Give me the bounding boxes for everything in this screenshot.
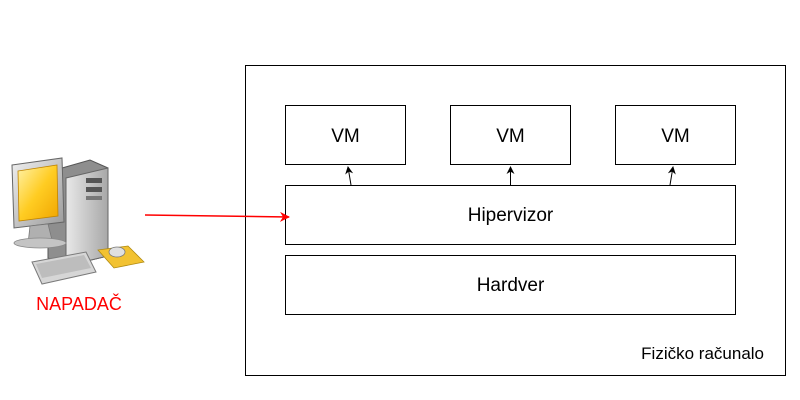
- vm-label: VM: [331, 126, 360, 147]
- hypervisor-to-vm3-arrow: [667, 166, 676, 186]
- hypervisor-box: Hipervizor: [285, 185, 736, 245]
- vm-label: VM: [661, 126, 690, 147]
- vm-label: VM: [496, 126, 525, 147]
- attacker-label: NAPADAČ: [36, 293, 122, 314]
- vm-box-1: VM: [285, 105, 406, 165]
- vm-box-3: VM: [615, 105, 736, 165]
- hardware-label: Hardver: [477, 275, 545, 296]
- hardware-box: Hardver: [285, 255, 736, 315]
- attack-arrow: [144, 211, 290, 222]
- desktop-computer-icon: [11, 157, 145, 285]
- physical-machine-label: Fizičko računalo: [641, 344, 764, 363]
- hypervisor-to-vm1-arrow: [345, 166, 354, 186]
- vm-box-2: VM: [450, 105, 571, 165]
- hypervisor-label: Hipervizor: [468, 205, 554, 226]
